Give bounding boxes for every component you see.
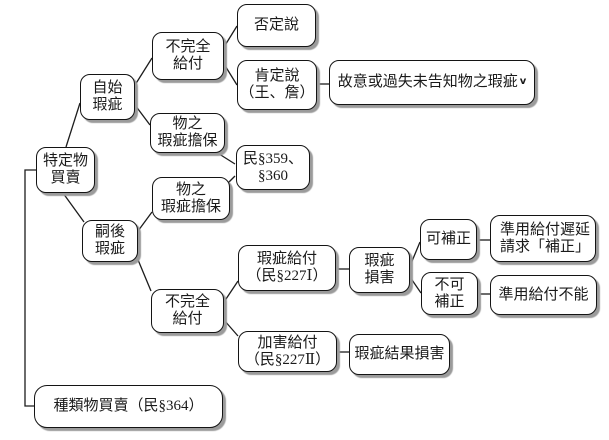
node-label: （王、詹） [239, 85, 315, 101]
connector [223, 319, 239, 337]
node-label: 物之 [175, 181, 206, 198]
node-defect-damage: 瑕疵 損害 [349, 247, 410, 293]
connector [409, 276, 422, 294]
node-label: 瑕疵 [92, 97, 123, 113]
node-label: 故意或過失未告知物之瑕疵 [337, 74, 518, 90]
node-label: 瑕疵給付 [256, 251, 317, 267]
node-not-correctable: 不可 補正 [421, 272, 478, 315]
node-label: 可補正 [425, 231, 471, 247]
node-label: 瑕疵 [94, 241, 125, 257]
node-label: 瑕疵擔保 [160, 198, 221, 215]
node-apply-delay-correction: 準用給付遲延 請求「補正」 [490, 215, 596, 262]
node-label: 肯定說 [254, 68, 300, 84]
node-specific-goods-sale: 特定物 買賣 [36, 147, 95, 193]
node-defect-consequential-damage: 瑕疵結果損害 [349, 334, 450, 375]
node-defective-performance: 瑕疵給付 （民§227Ⅰ） [238, 245, 336, 291]
connector [215, 151, 236, 165]
node-warranty-initial: 物之 瑕疵擔保 [150, 113, 225, 153]
node-label: 瑕疵擔保 [157, 133, 218, 149]
connector [223, 25, 238, 48]
node-incomplete-performance-subsequent: 不完全 給付 [151, 289, 224, 333]
node-label: 準用給付不能 [498, 286, 589, 303]
node-label: 物之 [172, 116, 203, 132]
node-injurious-performance: 加害給付 （民§227Ⅱ） [238, 331, 337, 372]
node-label: 民§359、 [242, 150, 303, 167]
connector [65, 102, 81, 148]
node-label: （民§227Ⅰ） [246, 268, 328, 284]
node-subsequent-defect: 嗣後 瑕疵 [82, 220, 138, 262]
node-label: 不完全 [164, 294, 210, 310]
connector [409, 241, 421, 267]
node-negative-theory: 否定說 [237, 4, 316, 47]
node-label: 種類物買賣（民§364） [53, 398, 204, 414]
node-label: 不完全 [165, 39, 211, 55]
node-label: （民§227Ⅱ） [244, 351, 331, 368]
check-marker: v [519, 76, 527, 87]
node-label: 瑕疵結果損害 [354, 346, 445, 362]
node-warranty-subsequent: 物之 瑕疵擔保 [152, 177, 230, 220]
node-label: 否定說 [253, 17, 299, 33]
connector [134, 104, 151, 126]
node-label: 嗣後 [94, 224, 125, 240]
connector [62, 192, 85, 223]
connector [223, 280, 239, 303]
node-label: 加害給付 [257, 334, 318, 351]
node-label: 補正 [434, 293, 465, 310]
node-apply-impossibility: 準用給付不能 [490, 275, 597, 315]
node-initial-defect: 自始 瑕疵 [80, 74, 135, 120]
connector [223, 63, 238, 86]
node-label: 瑕疵 [364, 253, 395, 269]
connector [137, 211, 153, 232]
node-incomplete-performance-initial: 不完全 給付 [152, 32, 224, 80]
node-label: 給付 [172, 311, 203, 327]
node-label: 給付 [172, 56, 203, 72]
node-generic-goods-sale: 種類物買賣（民§364） [34, 385, 223, 428]
node-label: 損害 [364, 270, 395, 286]
node-affirmative-theory: 肯定說 （王、詹） [237, 60, 317, 110]
node-label: §360 [258, 167, 288, 184]
node-civil-359-360: 民§359、 §360 [236, 145, 310, 190]
node-label: 準用給付遲延 [500, 221, 591, 238]
connector [135, 254, 152, 292]
node-intent-or-negligence: 故意或過失未告知物之瑕疵 v [329, 60, 535, 105]
node-label: 請求「補正」 [500, 238, 591, 255]
node-correctable: 可補正 [420, 219, 477, 260]
node-label: 買賣 [50, 170, 81, 186]
connector [134, 57, 153, 86]
bracket-connector [24, 169, 36, 407]
node-label: 不可 [434, 276, 465, 293]
node-label: 特定物 [42, 153, 88, 169]
node-label: 自始 [92, 80, 123, 96]
